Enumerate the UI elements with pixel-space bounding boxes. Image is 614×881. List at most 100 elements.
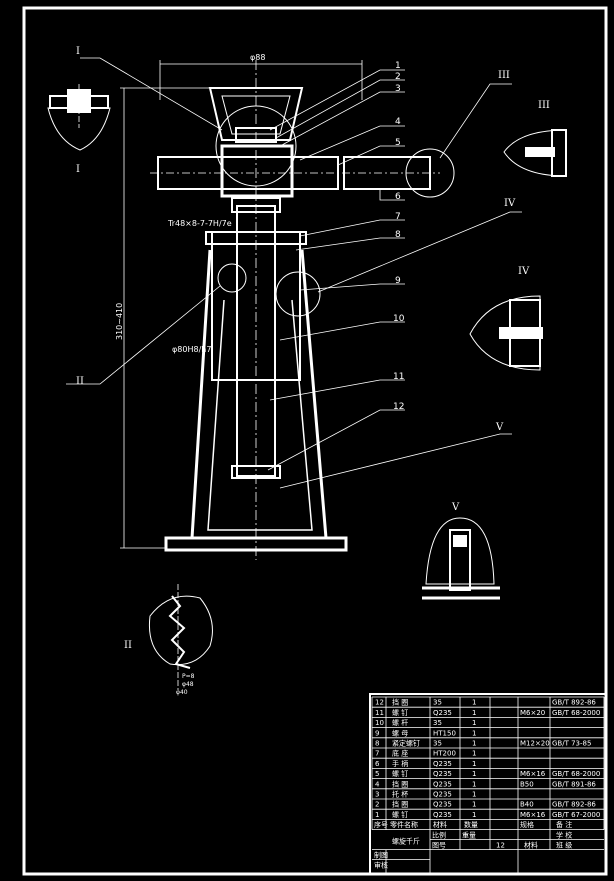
school-label: 学 校 <box>556 831 572 840</box>
dim-height-left: 310~410 <box>115 303 124 340</box>
bom-row-qty: 1 <box>472 729 476 737</box>
detail-III <box>503 129 567 177</box>
bom-row-name: 螺 钉 <box>392 810 408 819</box>
detail-V <box>422 517 500 600</box>
bom-row-material: Q235 <box>433 770 452 778</box>
detail-label-I: I <box>76 164 80 175</box>
bom-row-qty: 1 <box>472 719 476 727</box>
callout-7: 7 <box>395 212 401 222</box>
bom-row-no: 3 <box>375 791 379 799</box>
callout-12: 12 <box>393 402 404 412</box>
bom-row-name: 螺 钉 <box>392 769 408 778</box>
callout-5: 5 <box>395 138 401 148</box>
support-cup <box>208 87 304 141</box>
view-mark-I: I <box>76 46 80 57</box>
detail-label-II: II <box>124 640 132 651</box>
bom-row-material: Q235 <box>433 760 452 768</box>
view-marks: I II III IV V <box>76 46 516 433</box>
bom-row-name: 托 杯 <box>392 790 408 799</box>
callout-3: 3 <box>395 84 401 94</box>
checker-label: 审核 <box>374 861 388 870</box>
sheet-border <box>22 6 608 876</box>
bom-row-qty: 1 <box>472 801 476 809</box>
bom-row-standard: GB/T 73-85 <box>552 740 591 748</box>
callout-1: 1 <box>395 61 401 71</box>
bom-row-spec: M6×20 <box>520 709 545 717</box>
drawing-title: 螺旋千斤 <box>392 837 420 846</box>
detail-label-III: III <box>538 100 550 111</box>
bom-row-spec: M12×20 <box>520 740 550 748</box>
detail-dim-3: φ40 <box>176 689 188 696</box>
callout-10: 10 <box>393 314 405 324</box>
detail-dim-2: φ48 <box>182 681 194 688</box>
bom-row-no: 2 <box>375 801 379 809</box>
weight-label: 重量 <box>462 832 476 840</box>
bom-row-material: 35 <box>433 699 442 707</box>
detail-dim-1: P=8 <box>182 673 195 680</box>
bom-row-qty: 1 <box>472 699 476 707</box>
bom-row-qty: 1 <box>472 770 476 778</box>
bom-row-no: 11 <box>375 709 384 717</box>
bom-row-name: 底 座 <box>392 749 408 758</box>
detail-circle-III <box>405 148 455 198</box>
bom-row-spec: M6×16 <box>520 811 546 819</box>
callout-2: 2 <box>395 72 401 82</box>
callout-4: 4 <box>395 117 401 127</box>
bom-row-spec: B50 <box>520 780 534 788</box>
bom-row-name: 挡 圈 <box>392 698 408 707</box>
bom-header-qty: 数量 <box>464 820 478 829</box>
bom-row-name: 螺 钉 <box>392 708 408 717</box>
dim-fit: φ80H8/h7 <box>172 345 211 354</box>
detail-circle-IV <box>275 271 321 317</box>
bom-row-standard: GB/T 68-2000 <box>552 709 600 717</box>
bom-row-material: Q235 <box>433 791 452 799</box>
bom-row-standard: GB/T 892-86 <box>552 801 596 809</box>
drawing-no-label: 图号 <box>432 842 446 850</box>
detail-circle-I <box>215 105 297 187</box>
bom-row-no: 7 <box>375 750 379 758</box>
bom-row-material: Q235 <box>433 811 452 819</box>
bom-row-no: 1 <box>375 811 379 819</box>
bom-row-name: 螺 母 <box>392 728 408 737</box>
view-mark-II: II <box>76 376 84 387</box>
screw-head <box>220 144 294 198</box>
callout-9: 9 <box>395 276 401 286</box>
bom-row-material: Q235 <box>433 801 452 809</box>
bom-header-name: 零件名称 <box>390 820 418 829</box>
detail-label-V: V <box>451 502 460 513</box>
bom-row-qty: 1 <box>472 811 476 819</box>
title-block-frame <box>369 693 607 875</box>
bom-header-standard: 备 注 <box>556 820 572 829</box>
bom-row-material: 35 <box>433 740 442 748</box>
bom-row-no: 12 <box>375 699 384 707</box>
base-inner <box>207 299 313 531</box>
bom-row-no: 6 <box>375 760 380 768</box>
bom-row-name: 螺 杆 <box>392 718 408 727</box>
material-label: 材料 <box>524 841 538 850</box>
bom-row-standard: GB/T 891-86 <box>552 780 596 788</box>
bom-row-spec: M6×16 <box>520 770 546 778</box>
bom-row-material: 35 <box>433 719 442 727</box>
bom-row-no: 5 <box>375 770 379 778</box>
bom-row-name: 挡 圈 <box>392 779 408 788</box>
bom-row-no: 4 <box>375 780 380 788</box>
view-mark-IV: IV <box>504 198 516 209</box>
main-assembly <box>150 60 455 560</box>
detail-IV <box>469 295 543 371</box>
sheet-number: 12 <box>496 842 505 850</box>
bom-row-name: 手 柄 <box>392 759 408 768</box>
dimensions <box>120 60 363 549</box>
bom-row-spec: B40 <box>520 801 534 809</box>
detail-label-IV: IV <box>518 266 530 277</box>
bom-row-no: 9 <box>375 729 379 737</box>
callout-11: 11 <box>393 372 404 382</box>
bom-row-qty: 1 <box>472 750 476 758</box>
bom-row-name: 紧定螺钉 <box>392 739 420 748</box>
view-mark-V: V <box>495 422 504 433</box>
designer-label: 制图 <box>374 851 388 860</box>
bom-header-spec: 规格 <box>520 820 534 829</box>
bom-row-qty: 1 <box>472 740 476 748</box>
detail-II <box>148 584 213 690</box>
